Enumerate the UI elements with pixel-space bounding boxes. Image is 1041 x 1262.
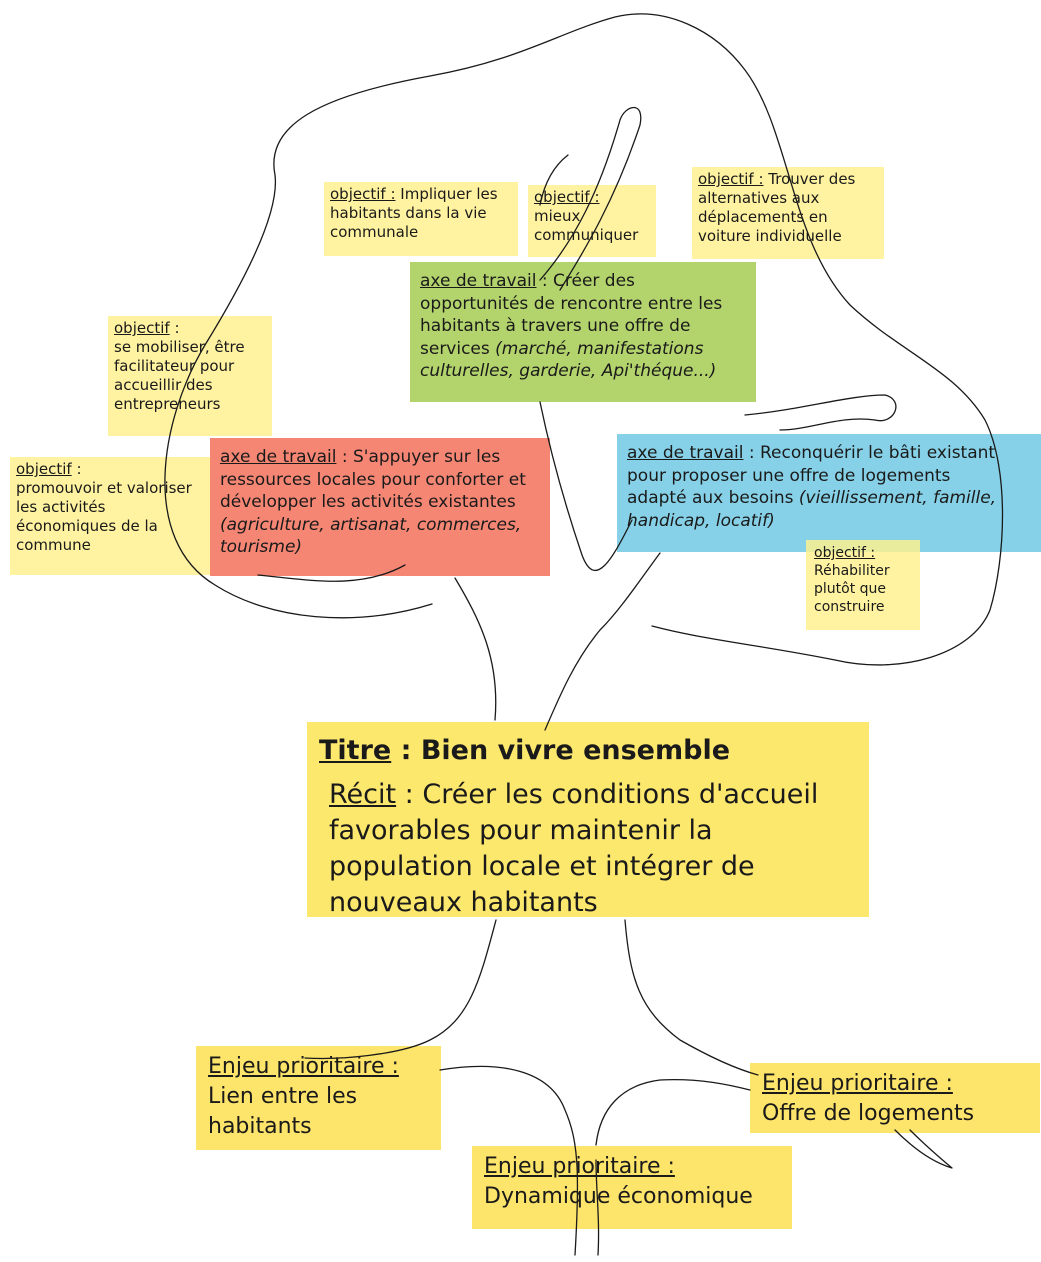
enjeu-text: Dynamique économique bbox=[484, 1184, 753, 1209]
objectif-note-mobiliser: objectif : se mobiliser, être facilitate… bbox=[108, 316, 272, 436]
crown-inner-stroke bbox=[744, 394, 897, 431]
objectif-note-communiquer: objectif : mieux communiquer bbox=[528, 185, 656, 257]
enjeu-card-economie: Enjeu prioritaire : Dynamique économique bbox=[472, 1146, 792, 1229]
trunk-left-edge bbox=[454, 577, 497, 721]
objectif-note-promouvoir: objectif : promouvoir et valoriser les a… bbox=[10, 457, 210, 575]
objectif-label: objectif : bbox=[698, 170, 764, 188]
objectif-text: mieux communiquer bbox=[534, 207, 639, 244]
recit-text: : Créer les conditions d'accueil favorab… bbox=[329, 779, 819, 917]
objectif-label: objectif : bbox=[814, 545, 876, 561]
objectif-text: se mobiliser, être facilitateur pour acc… bbox=[114, 338, 245, 413]
axe-label: axe de travail bbox=[220, 447, 337, 467]
crown-inner-stroke bbox=[544, 552, 661, 731]
axe-text-part3: adapté aux besoins bbox=[627, 488, 799, 508]
enjeu-text: Lien entre les habitants bbox=[208, 1084, 358, 1139]
objectif-separator: : bbox=[169, 319, 180, 337]
root-stroke bbox=[894, 1129, 953, 1169]
axe-de-travail-rencontre: axe de travail : Créer des opportunités … bbox=[410, 262, 756, 402]
axe-examples-part2: handicap, locatif) bbox=[627, 510, 775, 531]
objectif-note-impliquer: objectif : Impliquer les habitants dans … bbox=[324, 182, 518, 256]
axe-text-part1: : Reconquérir le bâti existant bbox=[743, 443, 996, 463]
objectif-label: objectif : bbox=[330, 185, 396, 203]
objectif-label: objectif : bbox=[534, 188, 600, 206]
title-card: Titre : Bien vivre ensemble Récit : Crée… bbox=[307, 722, 869, 917]
axe-examples: (agriculture, artisanat, commerces, tour… bbox=[220, 514, 522, 558]
title-label: Titre bbox=[319, 735, 392, 766]
enjeu-label: Enjeu prioritaire : bbox=[484, 1154, 675, 1179]
objectif-note-alternatives: objectif : Trouver des alternatives aux … bbox=[692, 167, 884, 259]
trunk-left-lower bbox=[304, 919, 497, 1060]
title-value: : Bien vivre ensemble bbox=[391, 735, 731, 766]
page-title: Titre : Bien vivre ensemble bbox=[319, 733, 857, 769]
trunk-right-lower bbox=[624, 919, 759, 1076]
recit: Récit : Créer les conditions d'accueil f… bbox=[319, 777, 857, 917]
recit-label: Récit bbox=[329, 779, 397, 810]
objectif-label: objectif bbox=[114, 319, 170, 337]
root-stroke bbox=[595, 1079, 751, 1146]
enjeu-label: Enjeu prioritaire : bbox=[762, 1071, 953, 1096]
axe-de-travail-bati: axe de travail : Reconquérir le bâti exi… bbox=[617, 434, 1041, 552]
axe-label: axe de travail bbox=[627, 443, 744, 463]
axe-text-part2: pour proposer une offre de logements bbox=[627, 465, 951, 486]
enjeu-card-logements: Enjeu prioritaire : Offre de logements bbox=[750, 1063, 1040, 1133]
axe-de-travail-ressources: axe de travail : S'appuyer sur les resso… bbox=[210, 438, 550, 576]
objectif-label: objectif bbox=[16, 460, 72, 478]
objectif-separator: : bbox=[71, 460, 82, 478]
objectif-text: Réhabiliter plutôt que construire bbox=[814, 563, 890, 615]
objectif-note-rehabiliter: objectif : Réhabiliter plutôt que constr… bbox=[806, 540, 920, 630]
axe-examples-part1: (vieillissement, famille, bbox=[798, 488, 997, 508]
enjeu-card-lien: Enjeu prioritaire : Lien entre les habit… bbox=[196, 1046, 441, 1150]
objectif-text: promouvoir et valoriser les activités éc… bbox=[16, 479, 192, 554]
axe-label: axe de travail bbox=[420, 271, 537, 291]
enjeu-text: Offre de logements bbox=[762, 1101, 975, 1126]
enjeu-label: Enjeu prioritaire : bbox=[208, 1054, 399, 1079]
